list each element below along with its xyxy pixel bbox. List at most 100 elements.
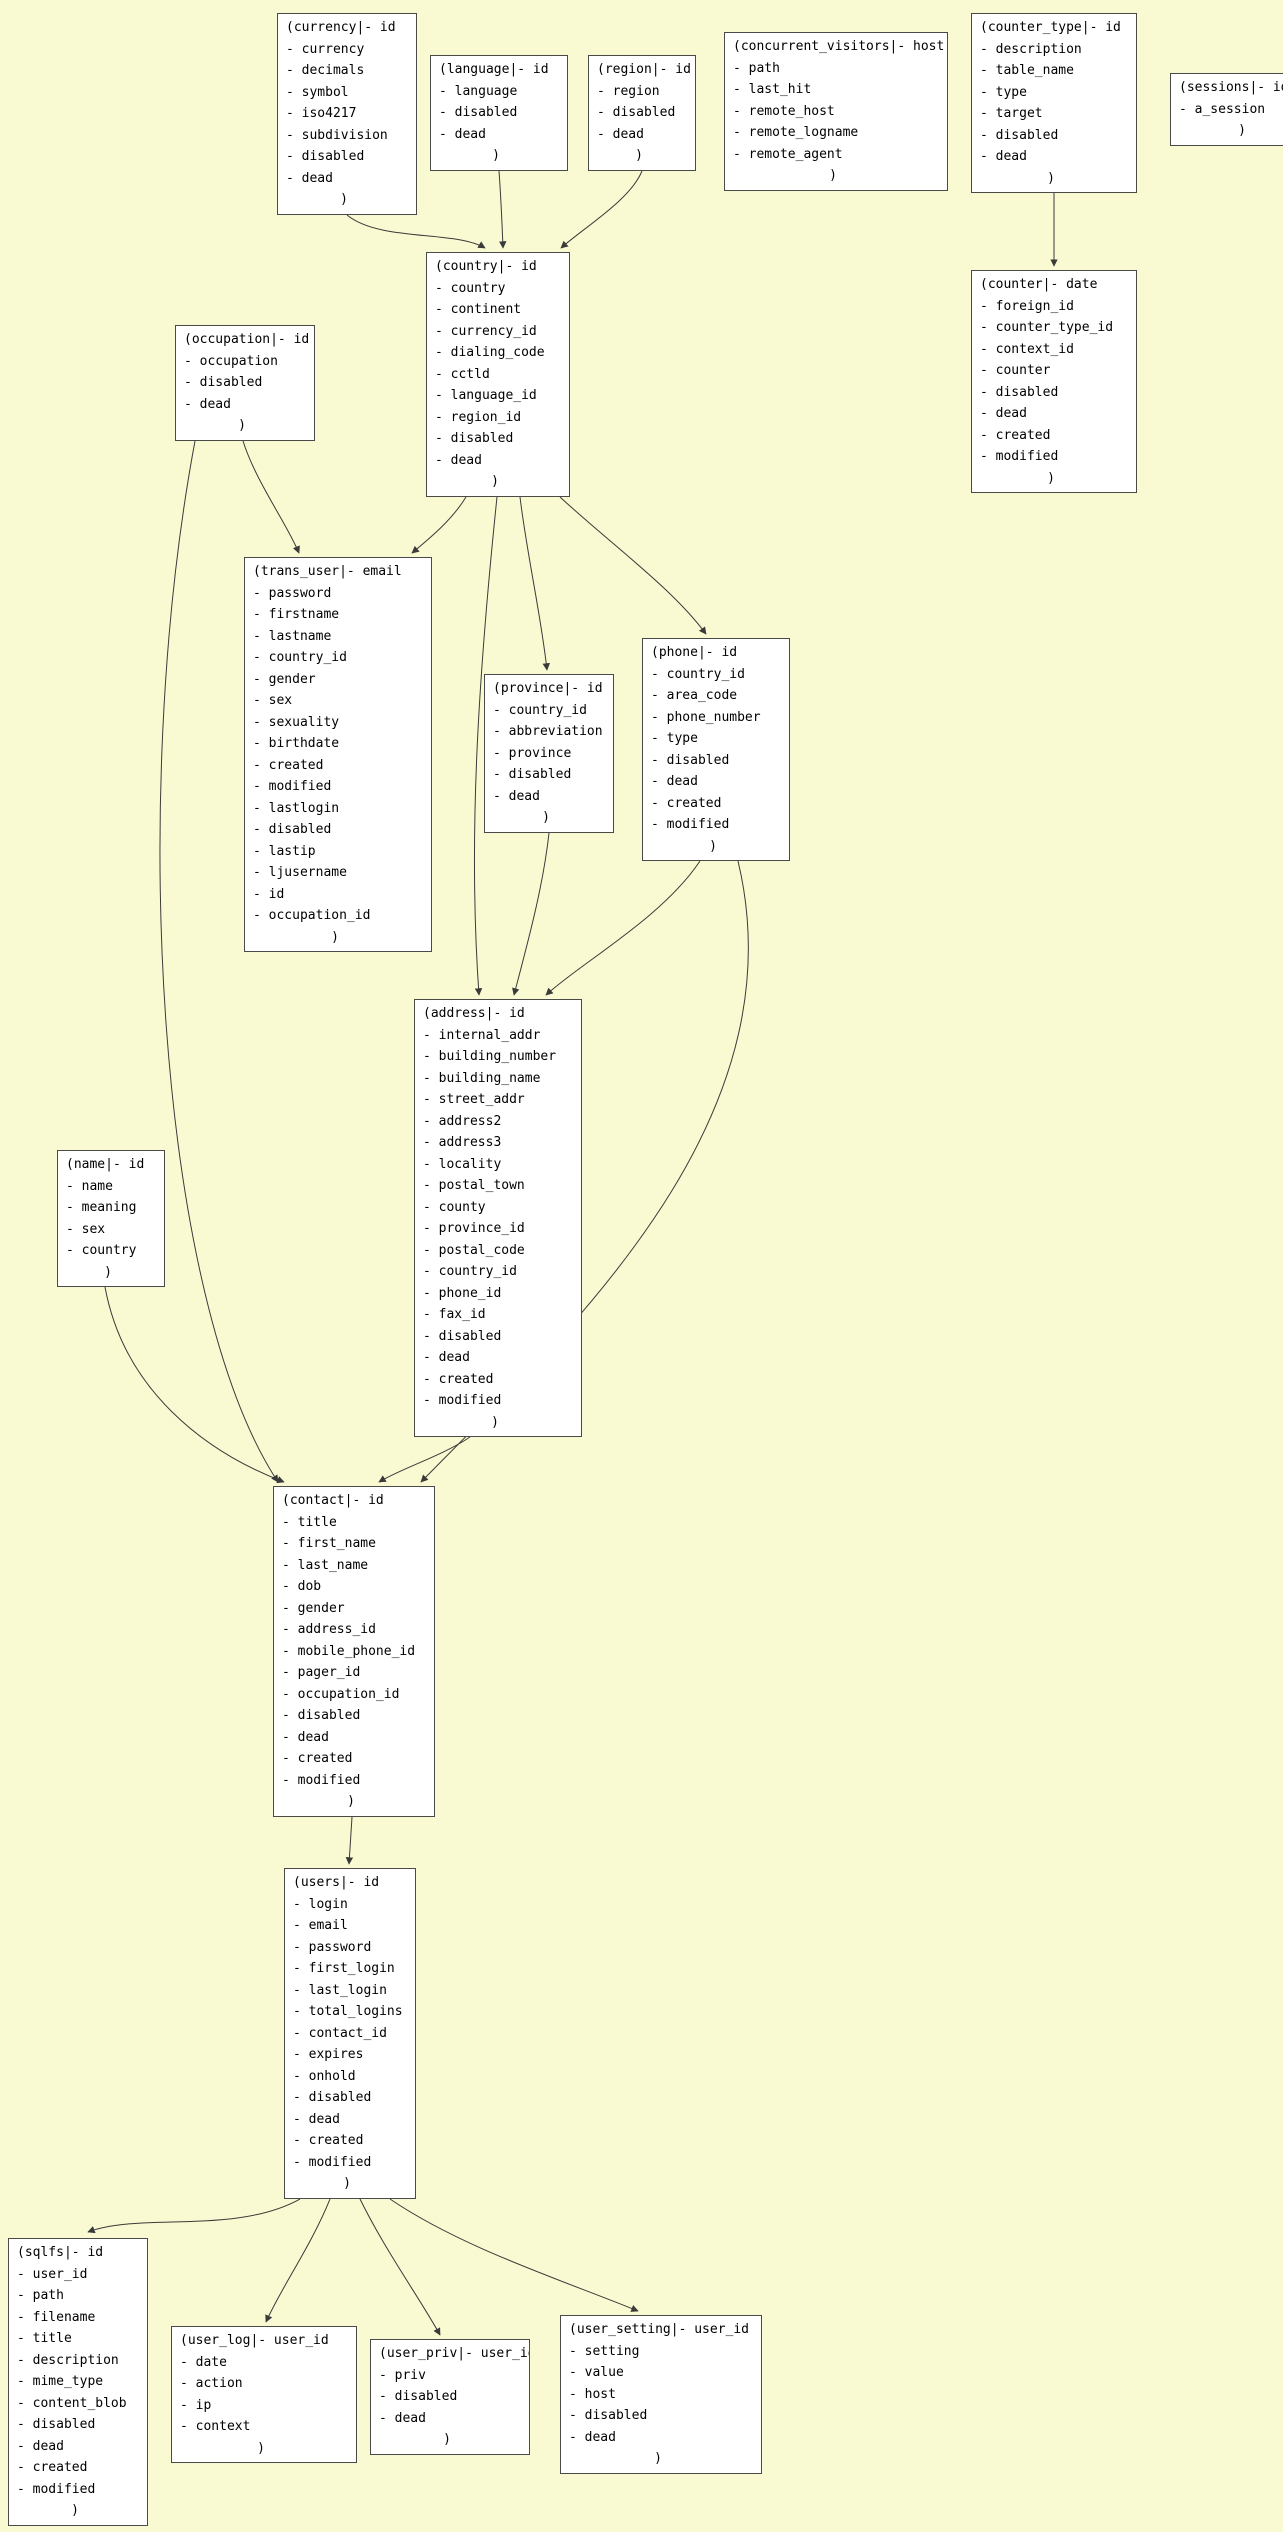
field: - context_id <box>980 341 1074 357</box>
field: - disabled <box>423 1328 502 1344</box>
field: - ip <box>180 2397 212 2413</box>
field: - country_id <box>651 666 745 682</box>
field: - country <box>435 280 506 296</box>
edge-users-user_log <box>265 2198 331 2323</box>
field: - disabled <box>286 149 365 164</box>
field: - gender <box>253 671 316 687</box>
field: - decimals <box>286 63 365 78</box>
table-user_setting: (user_setting|- user_id - setting- value… <box>560 2315 762 2474</box>
closing-paren: ) <box>635 148 643 163</box>
field: - remote_host <box>733 103 835 119</box>
field: - disabled <box>493 767 572 782</box>
field: - disabled <box>597 105 676 120</box>
field: - dead <box>980 149 1027 164</box>
field: - lastname <box>253 628 332 644</box>
field: - last_name <box>282 1557 369 1573</box>
field: - disabled <box>17 2417 96 2432</box>
field: - gender <box>282 1600 345 1616</box>
field: - dead <box>597 126 644 142</box>
field: - currency <box>286 41 365 57</box>
field: - dead <box>184 396 231 412</box>
field: - first_login <box>293 1961 395 1976</box>
field: - birthdate <box>253 736 340 751</box>
field: - created <box>17 2460 88 2475</box>
closing-paren: ) <box>491 474 499 489</box>
table-user_priv: (user_priv|- user_id - priv- disabled- d… <box>370 2339 530 2455</box>
closing-paren: ) <box>492 148 500 163</box>
field: - dead <box>282 1729 329 1745</box>
field: - iso4217 <box>286 106 357 121</box>
field: - dead <box>569 2429 616 2445</box>
field: - lastip <box>253 843 316 859</box>
table-users: (users|- id - login- email- password- fi… <box>284 1868 416 2199</box>
field: - dead <box>493 788 540 804</box>
table-header: (occupation|- id <box>184 332 310 347</box>
field: - created <box>980 427 1051 443</box>
field: - dialing_code <box>435 345 545 360</box>
field: - postal_code <box>423 1242 525 1258</box>
field: - currency_id <box>435 323 537 339</box>
edge-country-province <box>519 496 550 671</box>
field: - language <box>439 83 518 99</box>
field: - expires <box>293 2047 364 2062</box>
field: - modified <box>253 779 332 794</box>
field: - disabled <box>435 431 514 446</box>
field: - target <box>980 106 1043 121</box>
table-sqlfs: (sqlfs|- id - user_id- path- filename- t… <box>8 2238 148 2526</box>
table-user_log: (user_log|- user_id - date- action- ip- … <box>171 2326 357 2463</box>
edge-occupation-trans_user <box>242 440 300 554</box>
field: - title <box>17 2331 72 2346</box>
field: - address2 <box>423 1113 502 1129</box>
field: - province <box>493 745 572 761</box>
field: - occupation <box>184 353 278 369</box>
field: - onhold <box>293 2068 356 2084</box>
closing-paren: ) <box>71 2503 79 2518</box>
table-header: (user_priv|- user_id <box>379 2346 530 2361</box>
field: - action <box>180 2376 243 2391</box>
field: - created <box>293 2133 364 2148</box>
table-header: (province|- id <box>493 681 603 696</box>
field: - county <box>423 1199 486 1215</box>
field: - modified <box>293 2154 372 2170</box>
field: - created <box>651 795 722 811</box>
closing-paren: ) <box>709 838 717 854</box>
table-counter_type: (counter_type|- id - description- table_… <box>971 13 1137 193</box>
closing-paren: ) <box>1047 470 1055 486</box>
closing-paren: ) <box>343 2176 351 2191</box>
field: - internal_addr <box>423 1027 541 1043</box>
field: - phone_id <box>423 1285 502 1301</box>
field: - setting <box>569 2343 640 2359</box>
field: - title <box>282 1514 337 1530</box>
field: - description <box>980 41 1082 57</box>
field: - counter_type_id <box>980 320 1114 335</box>
field: - subdivision <box>286 127 388 143</box>
field: - contact_id <box>293 2025 387 2041</box>
edge-region-country <box>560 170 643 249</box>
field: - disabled <box>569 2408 648 2423</box>
table-header: (language|- id <box>439 62 549 77</box>
field: - disabled <box>379 2389 458 2404</box>
field: - fax_id <box>423 1307 486 1322</box>
field: - created <box>423 1371 494 1387</box>
edge-users-user_setting <box>389 2198 639 2312</box>
table-province: (province|- id - country_id- abbreviatio… <box>484 674 614 833</box>
field: - firstname <box>253 607 340 622</box>
table-region: (region|- id - region- disabled- dead) <box>588 55 696 171</box>
field: - id <box>253 886 285 902</box>
closing-paren: ) <box>829 168 837 183</box>
closing-paren: ) <box>654 2451 662 2466</box>
field: - type <box>651 731 698 746</box>
field: - country <box>66 1243 137 1258</box>
table-trans_user: (trans_user|- email - password- firstnam… <box>244 557 432 952</box>
field: - pager_id <box>282 1665 361 1680</box>
field: - description <box>17 2352 119 2368</box>
field: - disabled <box>253 822 332 837</box>
field: - total_logins <box>293 2004 403 2019</box>
edge-occupation-contact <box>159 440 279 1483</box>
table-header: (sessions|- id <box>1179 80 1283 95</box>
field: - building_name <box>423 1070 541 1086</box>
field: - mime_type <box>17 2374 104 2389</box>
field: - occupation_id <box>282 1686 400 1702</box>
